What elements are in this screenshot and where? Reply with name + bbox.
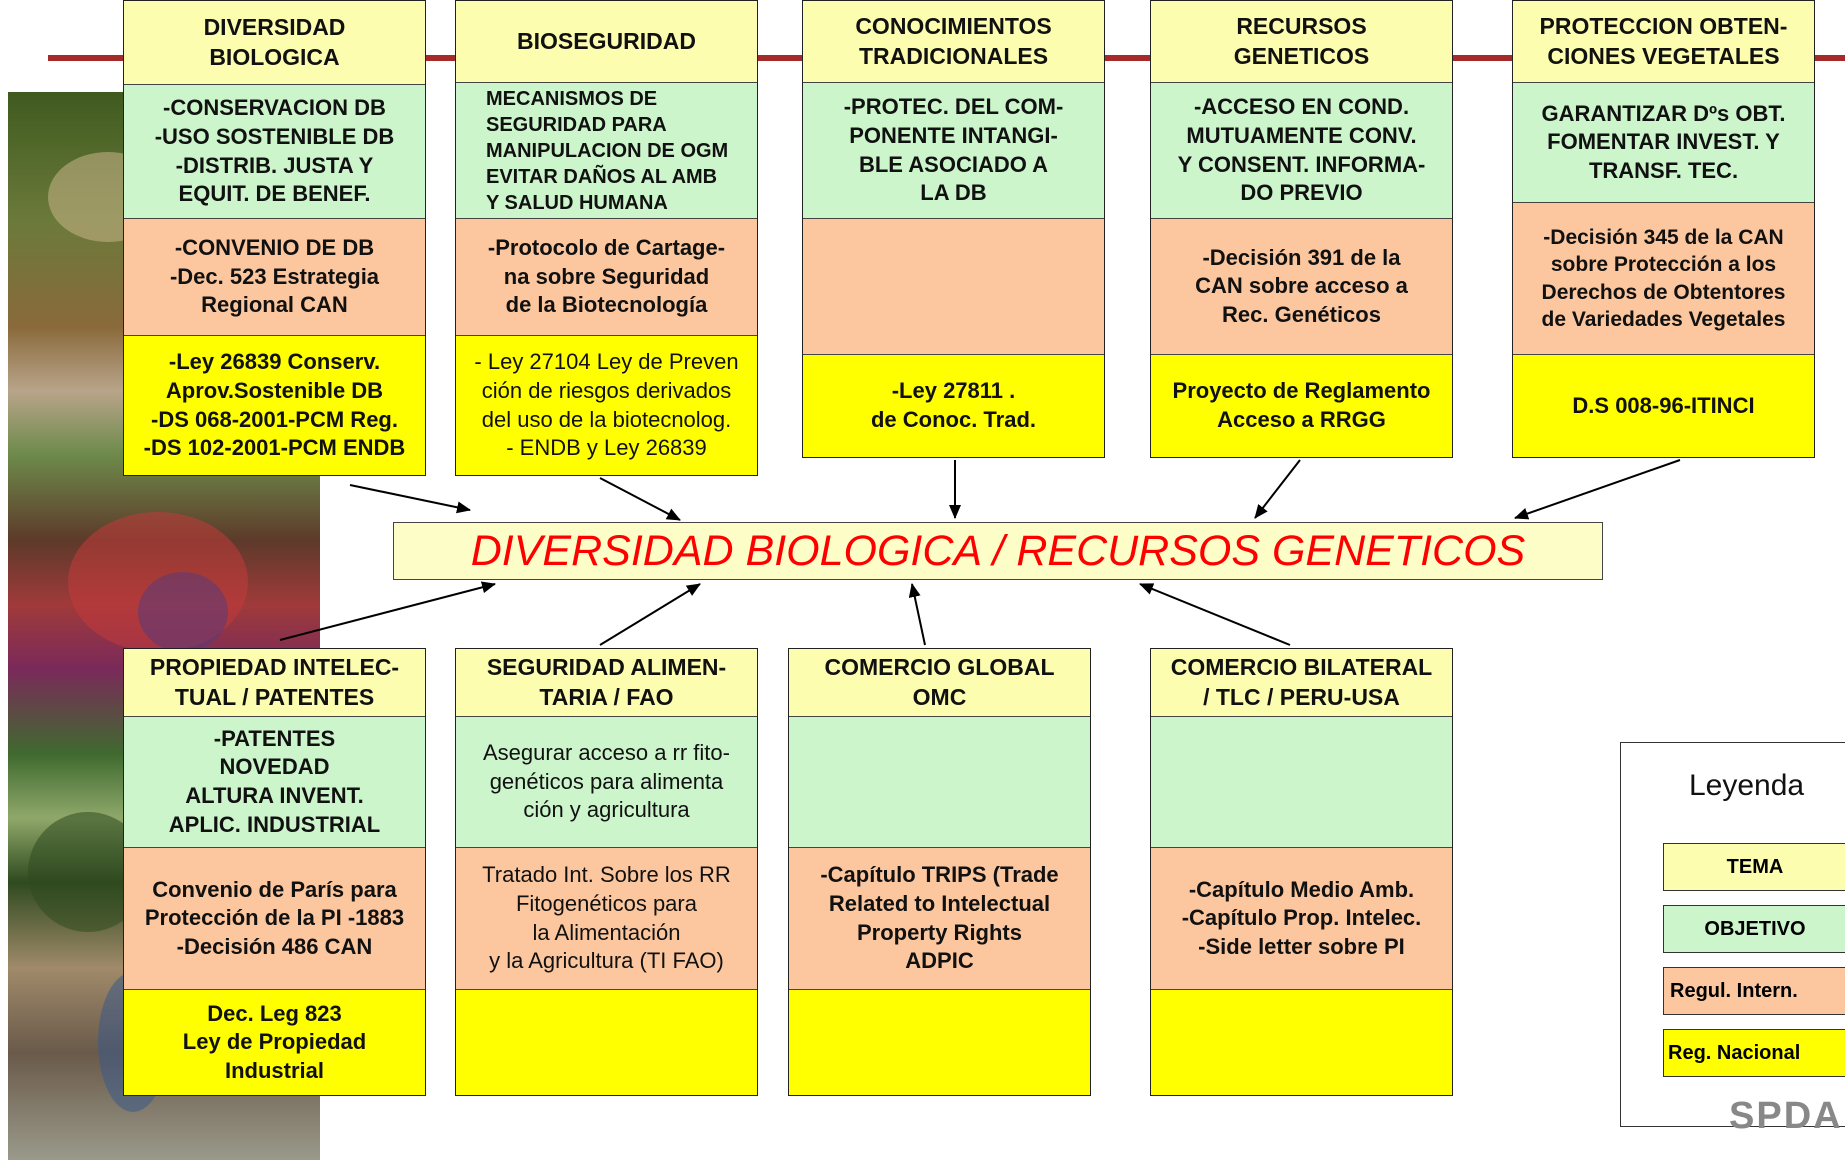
tema-cell: COMERCIO BILATERAL / TLC / PERU-USA bbox=[1151, 649, 1452, 717]
legend-item-tema: TEMA bbox=[1663, 843, 1845, 891]
regulacion-nacional-cell bbox=[789, 990, 1090, 1095]
objetivo-cell bbox=[1151, 717, 1452, 848]
central-theme: DIVERSIDAD BIOLOGICA / RECURSOS GENETICO… bbox=[393, 522, 1603, 580]
regulacion-nacional-cell: Proyecto de Reglamento Acceso a RRGG bbox=[1151, 355, 1452, 457]
topic-box-conocimientos-tradicionales: CONOCIMIENTOS TRADICIONALES -PROTEC. DEL… bbox=[802, 0, 1105, 458]
arrow-diversidad-biologica bbox=[349, 484, 471, 514]
topic-box-comercio-bilateral: COMERCIO BILATERAL / TLC / PERU-USA -Cap… bbox=[1150, 648, 1453, 1096]
tema-cell: CONOCIMIENTOS TRADICIONALES bbox=[803, 1, 1104, 83]
regulacion-internacional-cell: Convenio de París para Protección de la … bbox=[124, 848, 425, 990]
objetivo-cell: -CONSERVACION DB -USO SOSTENIBLE DB -DIS… bbox=[124, 85, 425, 219]
arrow-propiedad-intelectual bbox=[279, 581, 496, 641]
arrow-bioseguridad bbox=[599, 477, 681, 521]
regulacion-nacional-cell: -Ley 27811 . de Conoc. Trad. bbox=[803, 355, 1104, 457]
objetivo-cell bbox=[789, 717, 1090, 848]
regulacion-internacional-cell: -Capítulo TRIPS (Trade Related to Intele… bbox=[789, 848, 1090, 990]
objetivo-cell: -PROTEC. DEL COM- PONENTE INTANGI- BLE A… bbox=[803, 83, 1104, 219]
regulacion-nacional-cell bbox=[1151, 990, 1452, 1095]
tema-cell: COMERCIO GLOBAL OMC bbox=[789, 649, 1090, 717]
legend-item-regulacion-nacional: Reg. Nacional bbox=[1663, 1029, 1845, 1077]
regulacion-internacional-cell bbox=[803, 219, 1104, 355]
tema-cell: DIVERSIDAD BIOLOGICA bbox=[124, 1, 425, 85]
tema-cell: SEGURIDAD ALIMEN- TARIA / FAO bbox=[456, 649, 757, 717]
objetivo-cell: -PATENTES NOVEDAD ALTURA INVENT. APLIC. … bbox=[124, 717, 425, 848]
arrow-proteccion-obtenciones bbox=[1514, 459, 1681, 520]
regulacion-internacional-cell: -Capítulo Medio Amb. -Capítulo Prop. Int… bbox=[1151, 848, 1452, 990]
spda-logo: SPDA bbox=[1729, 1095, 1843, 1137]
topic-box-propiedad-intelectual: PROPIEDAD INTELEC- TUAL / PATENTES -PATE… bbox=[123, 648, 426, 1096]
objetivo-cell: -ACCESO EN COND. MUTUAMENTE CONV. Y CONS… bbox=[1151, 83, 1452, 219]
legend: Leyenda TEMA OBJETIVO Regul. Intern. Reg… bbox=[1620, 742, 1845, 1137]
arrow-comercio-bilateral bbox=[1139, 583, 1291, 646]
topic-box-bioseguridad: BIOSEGURIDAD MECANISMOS DE SEGURIDAD PAR… bbox=[455, 0, 758, 476]
legend-title: Leyenda bbox=[1689, 769, 1805, 802]
topic-box-recursos-geneticos: RECURSOS GENETICOS -ACCESO EN COND. MUTU… bbox=[1150, 0, 1453, 458]
tema-cell: RECURSOS GENETICOS bbox=[1151, 1, 1452, 83]
regulacion-internacional-cell: -Decisión 391 de la CAN sobre acceso a R… bbox=[1151, 219, 1452, 355]
legend-item-objetivo: OBJETIVO bbox=[1663, 905, 1845, 953]
arrow-comercio-global bbox=[908, 583, 926, 646]
regulacion-internacional-cell: -Protocolo de Cartage- na sobre Segurida… bbox=[456, 219, 757, 336]
topic-box-seguridad-alimentaria: SEGURIDAD ALIMEN- TARIA / FAO Asegurar a… bbox=[455, 648, 758, 1096]
regulacion-internacional-cell: -CONVENIO DE DB -Dec. 523 Estrategia Reg… bbox=[124, 219, 425, 336]
objetivo-cell: Asegurar acceso a rr fito- genéticos par… bbox=[456, 717, 757, 848]
regulacion-internacional-cell: Tratado Int. Sobre los RR Fitogenéticos … bbox=[456, 848, 757, 990]
regulacion-nacional-cell: Dec. Leg 823 Ley de Propiedad Industrial bbox=[124, 990, 425, 1095]
tema-cell: PROPIEDAD INTELEC- TUAL / PATENTES bbox=[124, 649, 425, 717]
legend-item-regulacion-internacional: Regul. Intern. bbox=[1663, 967, 1845, 1015]
objetivo-cell: GARANTIZAR Dºs OBT. FOMENTAR INVEST. Y T… bbox=[1513, 83, 1814, 203]
arrow-recursos-geneticos bbox=[1254, 459, 1301, 519]
regulacion-nacional-cell bbox=[456, 990, 757, 1095]
objetivo-cell: MECANISMOS DE SEGURIDAD PARA MANIPULACIO… bbox=[456, 83, 757, 219]
arrow-seguridad-alimentaria bbox=[599, 583, 701, 646]
tema-cell: BIOSEGURIDAD bbox=[456, 1, 757, 83]
topic-box-proteccion-obtenciones-vegetales: PROTECCION OBTEN- CIONES VEGETALES GARAN… bbox=[1512, 0, 1815, 458]
regulacion-nacional-cell: - Ley 27104 Ley de Preven ción de riesgo… bbox=[456, 336, 757, 475]
regulacion-nacional-cell: D.S 008-96-ITINCI bbox=[1513, 355, 1814, 457]
regulacion-nacional-cell: -Ley 26839 Conserv. Aprov.Sostenible DB … bbox=[124, 336, 425, 475]
topic-box-comercio-global: COMERCIO GLOBAL OMC -Capítulo TRIPS (Tra… bbox=[788, 648, 1091, 1096]
topic-box-diversidad-biologica: DIVERSIDAD BIOLOGICA -CONSERVACION DB -U… bbox=[123, 0, 426, 476]
tema-cell: PROTECCION OBTEN- CIONES VEGETALES bbox=[1513, 1, 1814, 83]
regulacion-internacional-cell: -Decisión 345 de la CAN sobre Protección… bbox=[1513, 203, 1814, 355]
